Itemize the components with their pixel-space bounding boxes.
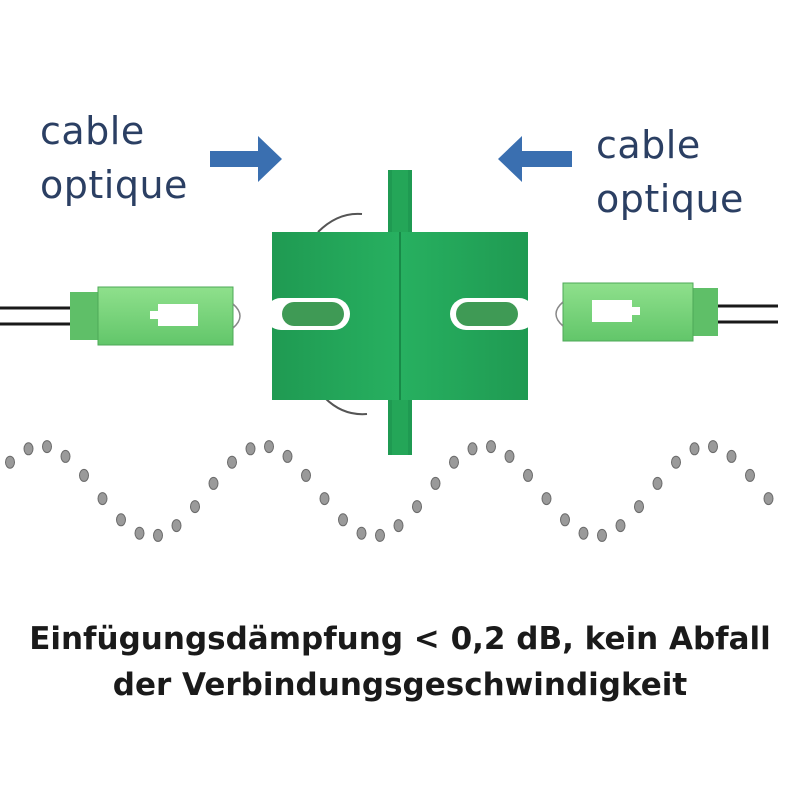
right-sc-connector bbox=[555, 282, 718, 342]
wave-dot bbox=[153, 528, 163, 542]
wave-dot bbox=[671, 455, 681, 469]
left-cable-label: cable optique bbox=[40, 104, 188, 212]
wave-dot bbox=[541, 492, 552, 506]
wave-dot bbox=[227, 455, 237, 469]
left-sc-connector bbox=[70, 286, 241, 346]
wave-dot bbox=[338, 513, 348, 527]
wave-dot bbox=[763, 492, 774, 506]
arrow-left-icon bbox=[498, 136, 572, 182]
wave-dot bbox=[301, 468, 311, 482]
wave-dot bbox=[504, 449, 515, 463]
sc-adapter bbox=[265, 170, 535, 455]
wave-dot bbox=[60, 449, 71, 463]
wave-dot bbox=[116, 513, 126, 527]
wave-dot bbox=[689, 442, 700, 456]
wave-dot bbox=[578, 526, 589, 540]
left-cable bbox=[0, 306, 72, 326]
wave-dot bbox=[745, 468, 755, 482]
wave-dot bbox=[486, 440, 496, 454]
wave-dot bbox=[523, 468, 533, 482]
wave-dot bbox=[393, 519, 404, 533]
wave-dot bbox=[134, 526, 145, 540]
dotted-signal-wave bbox=[5, 440, 774, 542]
arrow-right-icon bbox=[210, 136, 282, 182]
wave-dot bbox=[208, 476, 219, 490]
right-label-line2: optique bbox=[596, 177, 744, 221]
caption: Einfügungsdämpfung < 0,2 dB, kein Abfall… bbox=[0, 616, 800, 708]
wave-dot bbox=[412, 500, 422, 514]
left-label-line2: optique bbox=[40, 163, 188, 207]
wave-dot bbox=[42, 440, 52, 454]
wave-dot bbox=[615, 519, 626, 533]
caption-line2: der Verbindungsgeschwindigkeit bbox=[112, 667, 688, 703]
wave-dot bbox=[171, 519, 182, 533]
wave-dot bbox=[264, 440, 274, 454]
wave-dot bbox=[430, 476, 441, 490]
wave-dot bbox=[652, 476, 663, 490]
caption-line1: Einfügungsdämpfung < 0,2 dB, kein Abfall bbox=[29, 621, 771, 657]
wave-dot bbox=[319, 492, 330, 506]
wave-dot bbox=[245, 442, 256, 456]
wave-dot bbox=[356, 526, 367, 540]
wave-dot bbox=[560, 513, 570, 527]
wave-dot bbox=[597, 528, 607, 542]
wave-dot bbox=[23, 442, 34, 456]
wave-dot bbox=[708, 440, 718, 454]
right-cable bbox=[712, 304, 778, 324]
wave-dot bbox=[5, 455, 15, 469]
right-cable-label: cable optique bbox=[596, 118, 744, 226]
wave-dot bbox=[726, 449, 737, 463]
wave-dot bbox=[375, 528, 385, 542]
wave-dot bbox=[282, 449, 293, 463]
wave-dot bbox=[634, 500, 644, 514]
left-label-line1: cable bbox=[40, 109, 145, 153]
right-label-line1: cable bbox=[596, 123, 701, 167]
wave-dot bbox=[79, 468, 89, 482]
wave-dot bbox=[190, 500, 200, 514]
wave-dot bbox=[449, 455, 459, 469]
wave-dot bbox=[467, 442, 478, 456]
wave-dot bbox=[97, 492, 108, 506]
